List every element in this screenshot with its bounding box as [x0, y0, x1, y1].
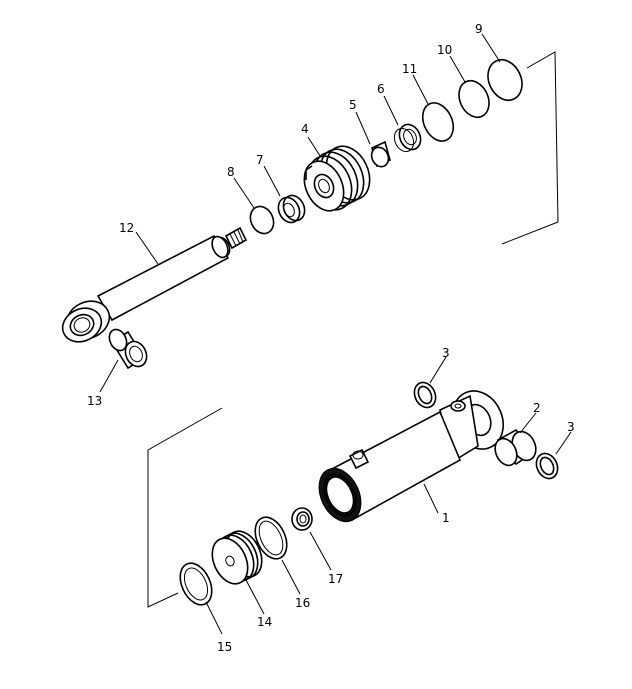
part-number-labels: 1 2 3 3 4 5 6 7 8 9 10 11 12 13 14 15 16… [87, 22, 575, 654]
part-12-piston-rod [61, 226, 248, 343]
part-3-dust-seal-upper [413, 381, 437, 409]
part-9-o-ring [487, 59, 523, 101]
label-13: 13 [87, 394, 102, 408]
part-6-nut [393, 123, 422, 153]
label-3-upper: 3 [442, 346, 450, 360]
label-1: 1 [442, 511, 450, 525]
part-11-ring [421, 102, 455, 142]
part-1-cylinder-tube [318, 390, 504, 523]
label-6: 6 [377, 82, 385, 96]
part-5-collar [370, 140, 391, 168]
part-7-nut [277, 194, 306, 224]
label-10: 10 [437, 43, 452, 57]
part-13-bushing [108, 328, 148, 370]
label-5: 5 [349, 98, 357, 112]
label-2: 2 [533, 401, 541, 415]
part-3-dust-seal-right [535, 452, 559, 480]
label-7: 7 [256, 153, 264, 167]
part-14-gland [211, 530, 263, 585]
part-17-nut [291, 507, 313, 531]
upper-group-bracket [501, 51, 559, 245]
label-14: 14 [257, 615, 272, 629]
label-11: 11 [402, 62, 417, 76]
label-4: 4 [301, 122, 309, 136]
part-10-ring [458, 79, 490, 119]
leader-lines [99, 33, 572, 635]
label-15: 15 [217, 640, 232, 654]
label-12: 12 [119, 221, 134, 235]
label-17: 17 [328, 572, 343, 586]
part-4-piston [303, 145, 371, 212]
label-16: 16 [295, 596, 310, 610]
label-8: 8 [227, 165, 235, 179]
label-3-right: 3 [567, 420, 575, 434]
lower-group-bracket [147, 407, 223, 608]
label-9: 9 [475, 22, 483, 36]
part-15-seal [179, 562, 213, 606]
part-2-bushing [494, 428, 537, 467]
part-8-snap-ring [249, 205, 275, 235]
part-16-ring [254, 516, 288, 560]
